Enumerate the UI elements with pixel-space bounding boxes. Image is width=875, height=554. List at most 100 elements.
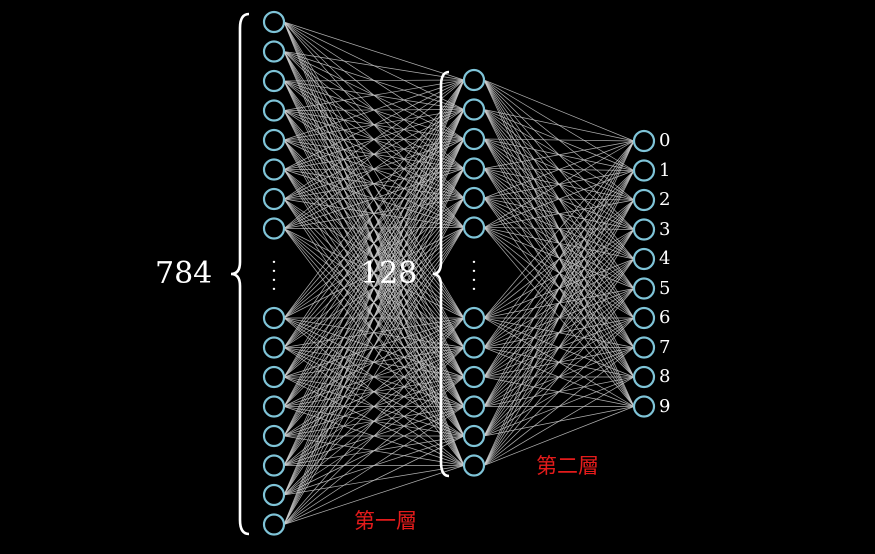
- first-layer-label: 第一層: [354, 509, 417, 533]
- edge-layer2: [483, 140, 635, 466]
- edge-layer1: [283, 79, 465, 200]
- edge-layer1: [283, 79, 465, 466]
- edge-layer2: [483, 406, 635, 466]
- edge-layer1: [283, 79, 465, 348]
- edge-layer2: [483, 288, 635, 466]
- input-neuron: [262, 336, 286, 359]
- output-neuron: [632, 159, 656, 182]
- edge-layer1: [283, 21, 465, 81]
- edge-layer1: [283, 79, 465, 496]
- output-neuron: [632, 395, 656, 418]
- edge-layer2: [483, 140, 635, 199]
- edge-layer2: [483, 347, 635, 466]
- input-neuron: [262, 158, 286, 181]
- edge-layer1: [283, 79, 465, 170]
- edge-layer2: [483, 258, 635, 466]
- output-neuron: [632, 188, 656, 212]
- edge-layer2: [483, 140, 635, 228]
- input-layer-ellipsis: ····: [271, 252, 277, 300]
- hidden-neuron: [462, 424, 486, 448]
- input-neuron: [262, 395, 286, 418]
- output-label-2: 2: [659, 189, 671, 210]
- edge-layer1: [283, 79, 465, 319]
- output-label-7: 7: [659, 336, 671, 358]
- edge-layer1: [283, 79, 465, 111]
- edge-layer2: [483, 140, 635, 348]
- hidden-neuron: [462, 68, 486, 92]
- hidden-layer-size-label: 128: [360, 256, 418, 291]
- hidden-neuron: [462, 186, 486, 210]
- output-label-5: 5: [659, 277, 671, 299]
- edge-layer1: [283, 376, 465, 525]
- edge-layer1: [283, 317, 465, 525]
- input-layer-size-label: 784: [155, 256, 213, 291]
- edge-layer1: [283, 435, 465, 525]
- output-label-1: 1: [659, 159, 671, 181]
- edge-layer2: [483, 376, 635, 466]
- hidden-neuron: [462, 157, 486, 180]
- hidden-neuron: [462, 336, 486, 359]
- input-layer-brace: [230, 12, 250, 536]
- hidden-neuron: [462, 216, 486, 239]
- output-label-0: 0: [659, 130, 671, 151]
- edge-layer1: [283, 51, 465, 81]
- edge-layer2: [483, 140, 635, 407]
- output-neuron: [632, 218, 656, 241]
- input-neuron: [262, 99, 286, 122]
- input-neuron: [262, 424, 286, 448]
- edge-layer2: [483, 138, 635, 142]
- output-label-3: 3: [659, 218, 671, 240]
- hidden-neuron: [462, 454, 486, 477]
- hidden-neuron: [462, 306, 486, 330]
- edge-layer2: [483, 140, 635, 378]
- hidden-layer-ellipsis: ····: [471, 252, 477, 300]
- edge-layer1: [283, 138, 465, 525]
- second-layer-label: 第二層: [536, 454, 599, 478]
- input-neuron: [262, 513, 286, 536]
- edge-layer1: [283, 79, 465, 407]
- edge-layer2: [483, 109, 635, 142]
- output-neuron: [632, 365, 656, 389]
- edge-layer1: [283, 79, 465, 378]
- output-label-9: 9: [659, 395, 671, 417]
- input-neuron: [262, 365, 286, 389]
- edge-layer1: [283, 347, 465, 525]
- output-label-8: 8: [659, 366, 671, 387]
- edge-layer2: [483, 229, 635, 466]
- output-label-4: 4: [659, 248, 671, 269]
- hidden-layer-brace: [432, 70, 450, 478]
- hidden-neuron: [462, 395, 486, 418]
- input-neuron: [262, 217, 286, 240]
- edge-layer2: [483, 140, 635, 169]
- hidden-neuron: [462, 98, 486, 121]
- edge-layer1: [283, 406, 465, 525]
- input-neuron: [262, 483, 286, 507]
- edge-layer1: [283, 79, 465, 437]
- output-label-6: 6: [659, 307, 671, 328]
- edge-layer1: [283, 465, 465, 525]
- edge-layer2: [483, 199, 635, 466]
- edge-layer1: [283, 168, 465, 525]
- hidden-neuron: [462, 365, 486, 389]
- input-neuron: [262, 40, 286, 63]
- edge-layer2: [483, 317, 635, 466]
- output-neuron: [632, 247, 656, 271]
- input-neuron: [262, 454, 286, 477]
- output-neuron: [632, 277, 656, 300]
- output-neuron: [632, 306, 656, 330]
- edge-layer1: [283, 109, 465, 525]
- edge-layer1: [283, 197, 465, 525]
- edge-layer2: [483, 140, 635, 319]
- input-neuron: [262, 10, 286, 34]
- input-neuron: [262, 187, 286, 211]
- edge-layer2: [483, 79, 635, 142]
- output-neuron: [632, 336, 656, 359]
- input-neuron: [262, 69, 286, 93]
- output-neuron: [632, 129, 656, 153]
- edge-layer2: [483, 140, 635, 437]
- edge-layer1: [283, 79, 465, 229]
- hidden-neuron: [462, 127, 486, 151]
- input-neuron: [262, 306, 286, 330]
- input-neuron: [262, 128, 286, 152]
